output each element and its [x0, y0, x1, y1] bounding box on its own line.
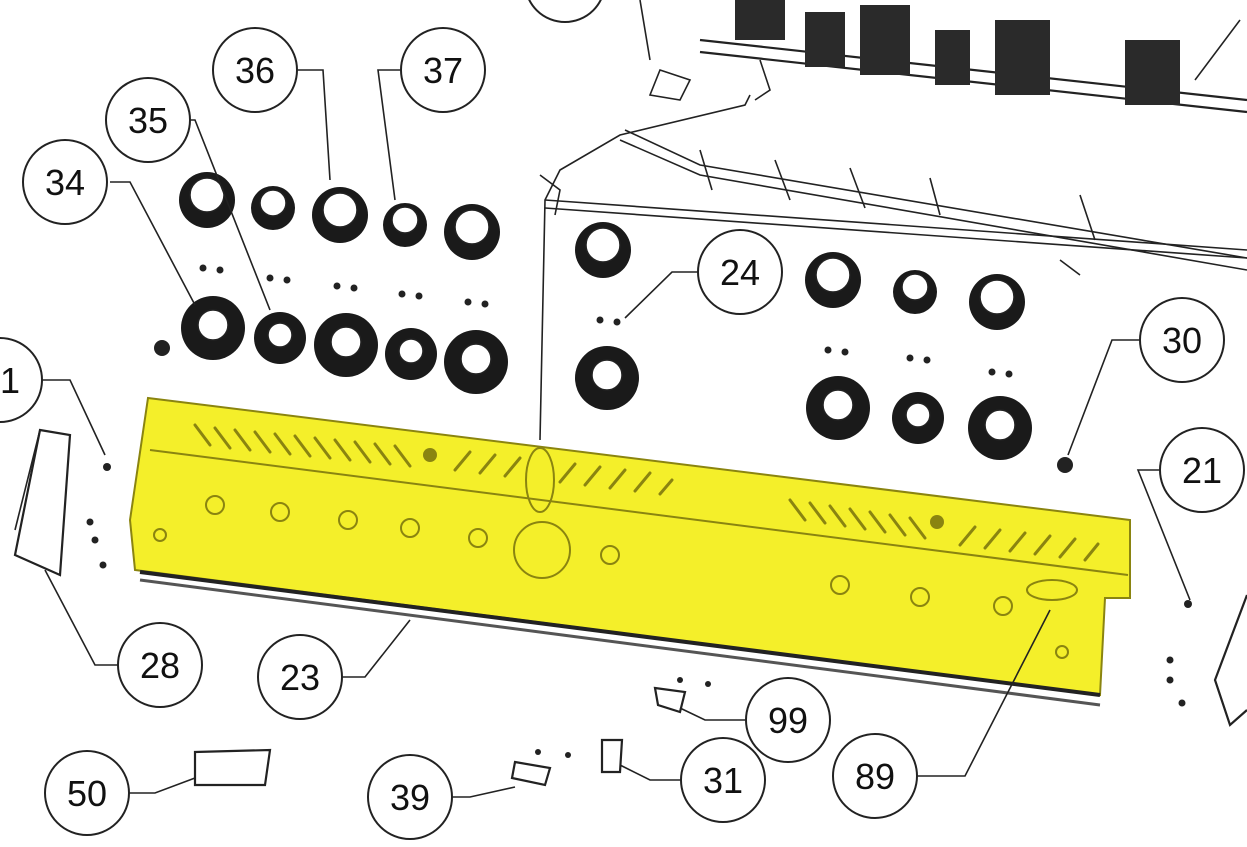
callout-50: 50 — [44, 750, 130, 836]
side-cap-right — [1166, 594, 1247, 727]
callout-34: 34 — [22, 139, 108, 225]
part-31-switch — [600, 738, 624, 774]
callout-21-label: 21 — [1182, 450, 1222, 491]
control-panel-highlighted — [128, 396, 1131, 707]
callout-89-label: 89 — [855, 756, 895, 797]
callout-39-label: 39 — [390, 777, 430, 818]
callout-36-label: 36 — [235, 50, 275, 91]
callout-24-label: 24 — [720, 252, 760, 293]
callout-1: 1 — [0, 337, 43, 423]
callout-31-label: 31 — [703, 760, 743, 801]
callout-37-label: 37 — [423, 50, 463, 91]
callout-21: 21 — [1159, 427, 1245, 513]
burner-rail-assembly — [639, 0, 1247, 114]
callout-top-partial — [528, 0, 602, 23]
vent-slots-left — [193, 423, 674, 496]
callout-50-label: 50 — [67, 773, 107, 814]
callout-28-label: 28 — [140, 645, 180, 686]
callout-99-label: 99 — [768, 700, 808, 741]
burner-valve-cluster — [735, 0, 1180, 105]
callout-39: 39 — [367, 754, 453, 840]
part-99-fitting — [653, 677, 711, 714]
callout-35-label: 35 — [128, 100, 168, 141]
callout-36: 36 — [212, 27, 298, 113]
callout-30-label: 30 — [1162, 320, 1202, 361]
callout-89: 89 — [832, 733, 918, 819]
callout-99: 99 — [745, 677, 831, 763]
bezels-left-row — [154, 296, 508, 394]
callout-34-label: 34 — [45, 162, 85, 203]
valve-cutouts — [205, 495, 1013, 616]
callout-1-label: 1 — [0, 360, 20, 401]
part-39-clip — [510, 749, 571, 787]
side-cap-left — [13, 428, 111, 577]
vent-slots-right — [788, 498, 1100, 562]
callout-35: 35 — [105, 77, 191, 163]
callout-37: 37 — [400, 27, 486, 113]
gas-tubing-frame — [539, 94, 1247, 441]
callout-30: 30 — [1139, 297, 1225, 383]
callout-23-label: 23 — [280, 657, 320, 698]
part-50-bracket — [193, 748, 272, 787]
callout-24: 24 — [697, 229, 783, 315]
screw-pairs-left — [199, 264, 1013, 378]
callout-31: 31 — [680, 737, 766, 823]
knobs-right-group — [575, 222, 1073, 473]
callout-28: 28 — [117, 622, 203, 708]
knobs-left-top-row — [179, 172, 500, 260]
callout-23: 23 — [257, 634, 343, 720]
